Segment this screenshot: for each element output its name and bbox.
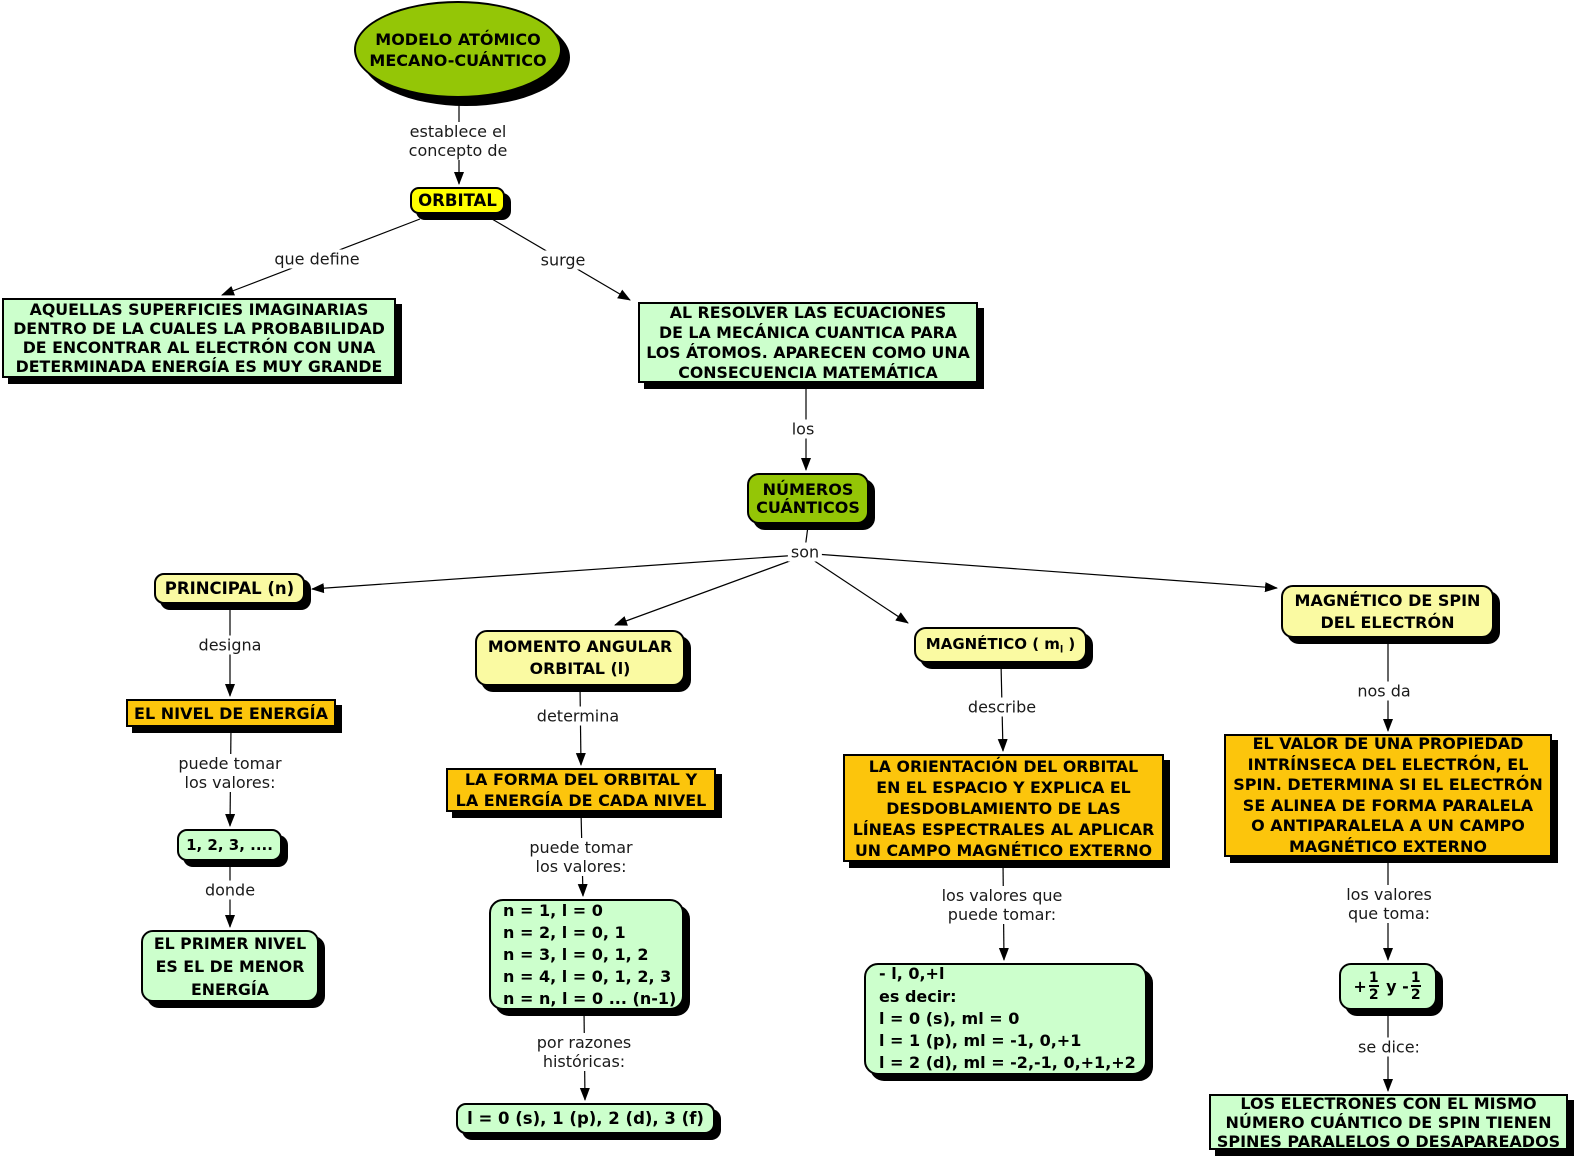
link-label-surge[interactable]: surge bbox=[537, 250, 589, 270]
concept-principal-n[interactable]: PRINCIPAL (n) bbox=[154, 573, 305, 604]
link-label-los[interactable]: los bbox=[788, 419, 818, 439]
connector-son-magnetico bbox=[809, 557, 909, 624]
concept-nivel-de-energia[interactable]: EL NIVEL DE ENERGÍA bbox=[126, 699, 336, 727]
connector-momento-laforma bbox=[575, 685, 586, 766]
concept-magnetico-ml-text: MAGNÉTICO ( ml ) bbox=[925, 634, 1076, 656]
concept-orbital[interactable]: ORBITAL bbox=[410, 187, 505, 214]
link-label-designa[interactable]: designa bbox=[195, 635, 265, 655]
concept-valores-1-2-3[interactable]: 1, 2, 3, .... bbox=[177, 829, 282, 861]
link-label-se-dice[interactable]: se dice: bbox=[1355, 1037, 1423, 1057]
link-label-donde[interactable]: donde bbox=[201, 880, 259, 900]
connector-son-magspin bbox=[814, 553, 1278, 593]
concept-magnetico-ml[interactable]: MAGNÉTICO ( ml ) bbox=[914, 627, 1087, 663]
concept-notacion-historica-l[interactable]: l = 0 (s), 1 (p), 2 (d), 3 (f) bbox=[456, 1103, 715, 1134]
connector-son-principal bbox=[311, 554, 801, 594]
link-label-son[interactable]: son bbox=[787, 542, 823, 562]
connector-son-momento bbox=[614, 557, 799, 626]
link-label-determina[interactable]: determina bbox=[533, 706, 623, 726]
link-label-nos-da[interactable]: nos da bbox=[1354, 681, 1414, 701]
link-label-describe[interactable]: describe bbox=[964, 697, 1040, 717]
link-label-que-define[interactable]: que define bbox=[271, 249, 363, 269]
